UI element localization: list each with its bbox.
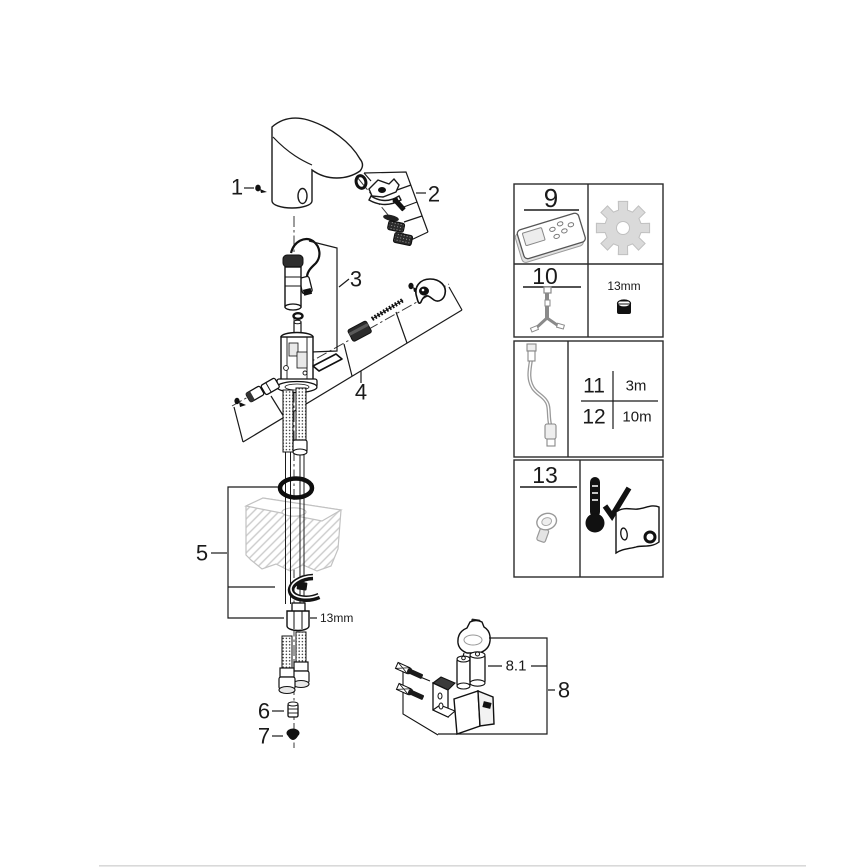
part-7-screw (272, 728, 300, 740)
callout-5-label: 5 (196, 541, 208, 566)
mounting-tool-icon (529, 286, 566, 333)
part-8-battery-box-assembly (394, 618, 555, 736)
legend-row-9: 9 (514, 183, 651, 263)
wall-screw (394, 661, 424, 679)
axis-centerlines (231, 176, 450, 748)
callout-6-label: 6 (258, 699, 270, 724)
valve-body (276, 319, 343, 394)
part-4-mounting-hardware (233, 278, 463, 443)
wall-screw (395, 682, 425, 700)
nut-size-label: 13mm (320, 611, 353, 625)
battery-pack (456, 651, 486, 690)
faucet-spout (271, 117, 364, 209)
supply-hoses (282, 387, 308, 604)
remote-control-icon (514, 212, 586, 263)
legend-table (513, 183, 664, 578)
battery-housing (453, 689, 495, 735)
footer-divider (99, 865, 806, 867)
part-5-fixing-set (211, 476, 321, 632)
legend-11-length: 3m (626, 378, 647, 395)
protective-cover-icon (615, 505, 660, 555)
sensor-window (297, 187, 308, 205)
plug-icon (536, 512, 558, 543)
legend-10-number: 10 (532, 263, 558, 289)
legend-9-number: 9 (544, 183, 558, 213)
hose-end-fittings (278, 631, 310, 695)
legend-row-13: 13 (520, 462, 660, 555)
callout-8_1-label: 8.1 (506, 658, 527, 675)
legend-13mm-label: 13mm (607, 279, 640, 293)
legend-12-length: 10m (622, 409, 651, 426)
legend-11-number: 11 (583, 375, 605, 398)
callout-8-label: 8 (558, 678, 570, 703)
sink-cross-section (244, 497, 343, 572)
securing-clip (312, 353, 343, 372)
callout-3-label: 3 (350, 267, 362, 292)
legend-row-11-12: 11 3m 12 10m (526, 343, 658, 447)
callout-2-label: 2 (428, 182, 440, 207)
callout-7-label: 7 (258, 724, 270, 749)
legend-12-number: 12 (582, 406, 605, 429)
part-6-filter (272, 701, 299, 718)
part-2-aerator-assembly (354, 171, 429, 246)
legend-row-10: 10 13mm (523, 263, 641, 333)
callout-1-label: 1 (231, 175, 243, 200)
part-3-solenoid-cable (282, 237, 350, 353)
mounting-nut (286, 602, 310, 632)
extension-cable-icon (526, 343, 557, 447)
callout-4-label: 4 (355, 380, 367, 405)
base-o-ring (277, 476, 315, 500)
part-1-screw (244, 184, 267, 193)
battery-cap (457, 618, 491, 661)
wall-bracket (431, 676, 457, 719)
hex-nut-icon (616, 299, 632, 314)
legend-13-number: 13 (532, 462, 558, 488)
thermometer-check-icon (585, 477, 632, 533)
